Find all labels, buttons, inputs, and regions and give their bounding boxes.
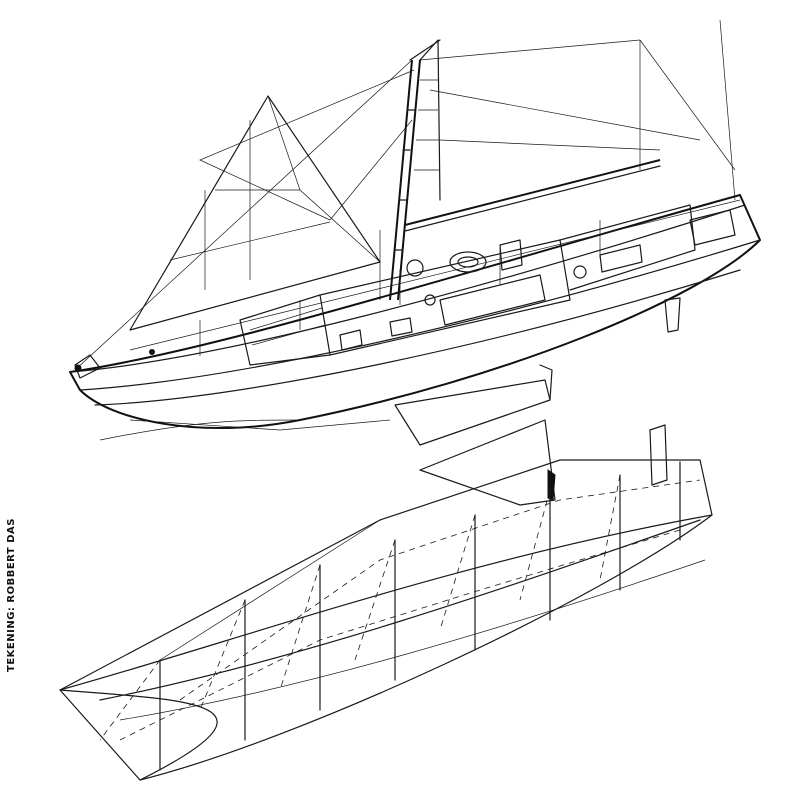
illustration-credit: TEKENING: ROBBERT DAS [6, 518, 17, 672]
deck [129, 199, 741, 366]
mainsail [414, 39, 441, 201]
mast [389, 39, 441, 301]
keel [394, 297, 681, 446]
boom [404, 159, 661, 226]
hull-frame-construction [59, 419, 713, 781]
sailboat-complete [69, 19, 761, 446]
foresail [129, 95, 381, 331]
boom-underside [404, 165, 661, 232]
bow-pulpit [74, 349, 155, 379]
rigging [74, 19, 736, 371]
hull [69, 194, 761, 441]
